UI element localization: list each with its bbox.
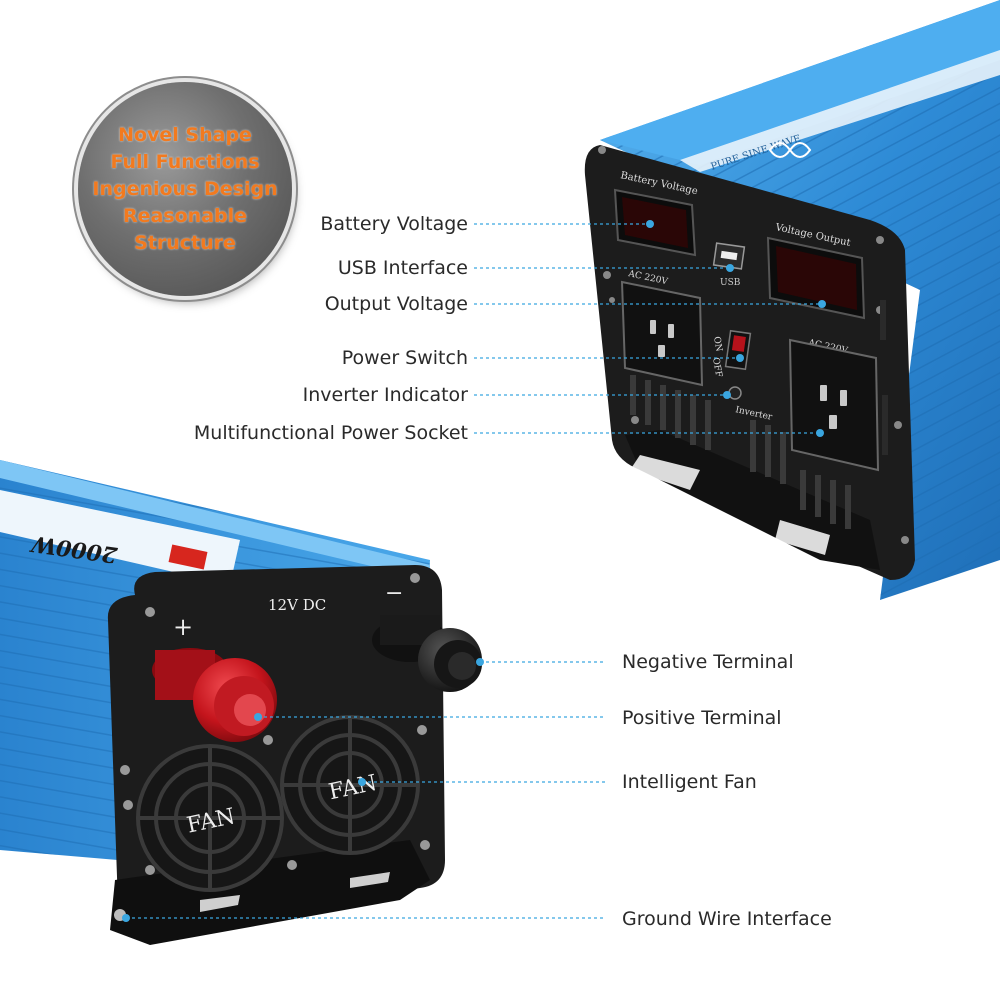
leader-dots [122, 220, 826, 922]
switch-off-label: OFF [710, 357, 723, 378]
badge-line-5: Structure [134, 231, 236, 254]
leader-lines [126, 223, 822, 919]
callout-multifunctional-power-socket: Multifunctional Power Socket [193, 422, 468, 444]
dc-label: 12V DC [268, 596, 326, 614]
callout-negative-terminal: Negative Terminal [622, 651, 794, 673]
inverter-indicator-led [728, 386, 742, 400]
positive-terminal [152, 648, 277, 742]
minus-sign: − [385, 581, 403, 606]
negative-terminal [372, 615, 482, 692]
callout-battery-voltage: Battery Voltage [320, 213, 468, 235]
callout-power-switch: Power Switch [341, 347, 468, 369]
switch-on-label: ON [711, 336, 724, 353]
callout-positive-terminal: Positive Terminal [622, 707, 782, 729]
fan-right: FAN [280, 715, 420, 855]
callout-ground-wire-interface: Ground Wire Interface [622, 908, 832, 930]
fan-left: FAN [136, 744, 284, 892]
badge-line-1: Novel Shape [118, 123, 252, 146]
callout-output-voltage: Output Voltage [324, 293, 468, 315]
callout-usb-interface: USB Interface [337, 257, 468, 279]
rear-inverter: 2000W + 12V DC − [0, 460, 482, 945]
badge-line-2: Full Functions [110, 150, 260, 173]
feature-badge: Novel Shape Full Functions Ingenious Des… [78, 82, 292, 296]
badge-line-4: Reasonable [122, 204, 248, 227]
usb-panel-label: USB [720, 278, 741, 288]
plus-sign: + [173, 613, 193, 641]
front-inverter: PURE SINE WAVE Battery Voltage [584, 0, 1000, 600]
callout-inverter-indicator: Inverter Indicator [302, 384, 468, 406]
callout-intelligent-fan: Intelligent Fan [622, 771, 757, 793]
badge-line-3: Ingenious Design [92, 177, 278, 200]
